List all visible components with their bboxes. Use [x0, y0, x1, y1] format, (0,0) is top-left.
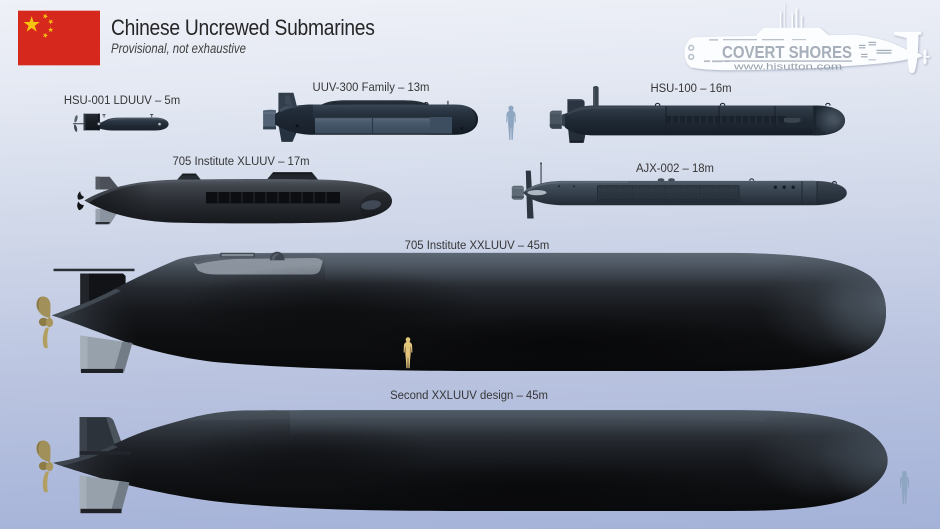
svg-text:COVERT SHORES: COVERT SHORES	[722, 42, 852, 62]
svg-text:www.hisutton.com: www.hisutton.com	[733, 61, 843, 72]
